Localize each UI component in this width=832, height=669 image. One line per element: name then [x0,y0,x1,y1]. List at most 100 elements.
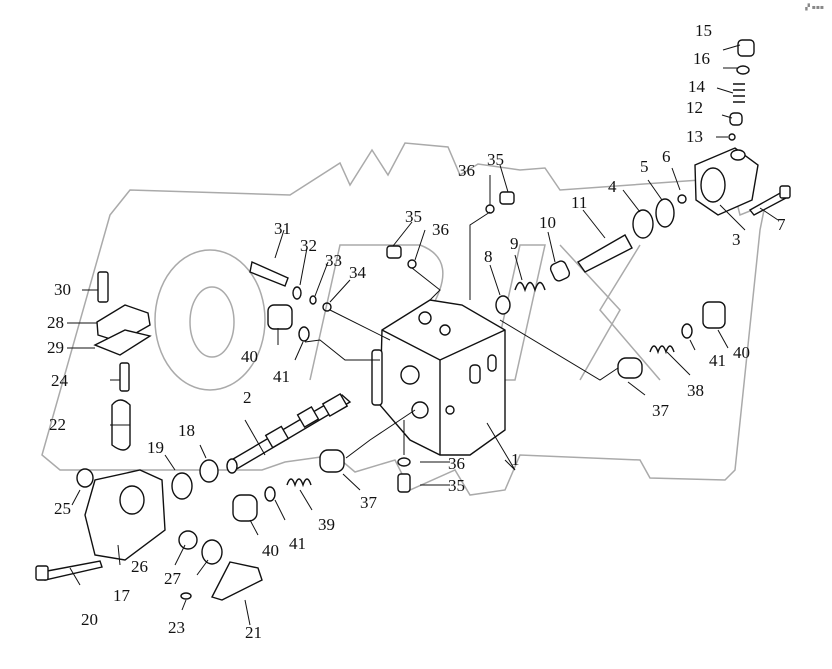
callout-30: 30 [54,280,71,299]
callout-27: 27 [164,569,182,588]
callout-25: 25 [54,499,71,518]
callout-36-bottom: 36 [448,454,465,473]
callout-31: 31 [274,219,291,238]
o-ring-6 [677,194,687,204]
plug-35-bottom [397,473,411,493]
callout-10: 10 [539,213,556,232]
bearing-26 [178,530,198,550]
callout-18: 18 [178,421,195,440]
callout-17: 17 [113,586,131,605]
callout-29: 29 [47,338,64,357]
callout-16: 16 [693,49,710,68]
leader-lines [67,44,779,626]
o-ring-36-mid [407,259,417,269]
o-ring-41-lower [264,486,276,502]
sleeve-37-right [617,357,643,379]
callout-20: 20 [81,610,98,629]
o-ring-5 [655,198,675,228]
spring-retainer [549,260,571,282]
bolt-24 [119,362,130,392]
spring-39 [286,478,312,488]
key-23 [180,592,192,600]
plug-40-left [267,304,293,330]
spring-14 [733,83,745,103]
o-ring-34 [322,302,332,312]
callout-37-lower: 37 [360,493,378,512]
callout-23: 23 [168,618,185,637]
callout-28: 28 [47,313,64,332]
end-housing [694,147,759,216]
plug-40-right [702,301,726,329]
callout-40-lower: 40 [262,541,279,560]
callout-8: 8 [484,247,493,266]
callout-41-left: 41 [273,367,290,386]
plug-35-top [499,191,515,205]
bearing-25 [76,468,94,488]
o-ring-36-top [485,204,495,214]
plug-40-lower [232,494,258,522]
callout-34: 34 [349,263,367,282]
callout-15: 15 [695,21,712,40]
callout-labels: 1 2 3 4 5 6 7 8 9 10 11 12 13 14 15 16 1… [47,21,786,642]
callout-1: 1 [511,450,520,469]
callout-40-right: 40 [733,343,750,362]
callout-24: 24 [51,371,69,390]
callout-38: 38 [687,381,704,400]
callout-11: 11 [571,193,587,212]
seal-4 [632,209,654,239]
seal-27 [201,539,223,565]
callout-21: 21 [245,623,262,642]
callout-33: 33 [325,251,342,270]
plug-15 [737,39,755,57]
o-ring-32 [292,286,302,300]
callout-35-bottom: 35 [448,476,465,495]
callout-9: 9 [510,234,519,253]
callout-41-right: 41 [709,351,726,370]
callout-37-right: 37 [652,401,670,420]
callout-36-top: 36 [458,161,475,180]
callout-4: 4 [608,177,617,196]
valve-body [371,299,506,456]
bolt-30 [97,271,109,303]
watermark-letter-i [489,244,546,381]
corner-mark: ▞ ▪▪▪ [805,4,824,11]
callout-40-left: 40 [241,347,258,366]
stopper-shaft [576,234,633,273]
long-bolt-head [35,565,49,581]
gasket-29 [93,329,152,356]
spring-38 [649,345,675,355]
o-ring-19 [171,472,193,500]
cover-28 [96,304,151,343]
callout-12: 12 [686,98,703,117]
callout-19: 19 [147,438,164,457]
parts [35,39,791,601]
ball-13 [728,133,736,141]
sleeve-37-lower [319,449,345,473]
callout-14: 14 [688,77,706,96]
relief-valve [249,261,289,287]
plug-35-mid [386,245,402,259]
o-ring-16 [736,65,750,75]
spring-9 [514,281,546,293]
callout-2: 2 [243,388,252,407]
callout-39: 39 [318,515,335,534]
spool [226,392,352,474]
watermark-letter-x [559,244,661,381]
callout-22: 22 [49,415,66,434]
callout-13: 13 [686,127,703,146]
lever-housing-17 [84,469,166,561]
o-ring-41-left [298,326,310,342]
callout-7: 7 [777,215,786,234]
spring-seat-8 [495,295,511,315]
callout-26: 26 [131,557,148,576]
callout-3: 3 [732,230,741,249]
oil-seal-18 [199,459,219,483]
backup-ring-33 [309,295,317,305]
callout-35-top: 35 [487,150,504,169]
poppet-12 [729,112,743,126]
callout-36-mid: 36 [432,220,449,239]
housing-bore [119,485,145,515]
callout-41-lower: 41 [289,534,306,553]
watermark-letter-o-inner [189,286,235,358]
